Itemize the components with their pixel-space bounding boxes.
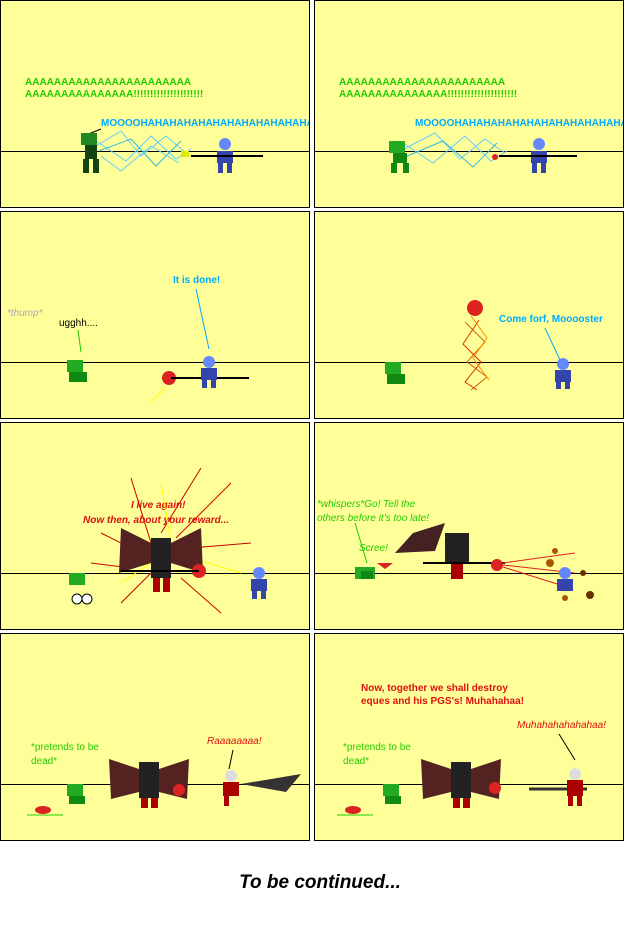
summoning-illustration: [385, 300, 571, 391]
pretend-dead-line-1: *pretends to be: [343, 742, 411, 753]
scream-line-2: AAAAAAAAAAAAAAA!!!!!!!!!!!!!!!!!!!!!: [25, 89, 204, 100]
villain-speech-line-1: Now, together we shall destroy: [361, 683, 508, 694]
revival-line-1: I live again!: [131, 500, 186, 511]
lightning-attack-illustration: [389, 132, 577, 173]
laugh-text: Muhahahahahahaa!: [517, 720, 606, 731]
scream-line-1: AAAAAAAAAAAAAAAAAAAAAAA: [339, 77, 506, 88]
ground-line: [315, 573, 623, 574]
scream-line-2: AAAAAAAAAAAAAAA!!!!!!!!!!!!!!!!!!!!!: [339, 89, 518, 100]
roar-text: Raaaaaaaa!: [207, 736, 262, 747]
whisper-line-2: others before it's too late!: [317, 513, 429, 524]
ground-line: [1, 362, 309, 363]
groan-text: ugghh....: [59, 318, 98, 329]
villain-speech-line-2: eques and his PGS's! Muhahahaa!: [361, 696, 524, 707]
revival-line-2: Now then, about your reward...: [83, 515, 230, 526]
scream-line-1: AAAAAAAAAAAAAAAAAAAAAAA: [25, 77, 192, 88]
it-is-done-text: It is done!: [173, 275, 221, 286]
comic-panel-2: AAAAAAAAAAAAAAAAAAAAAAA AAAAAAAAAAAAAAA!…: [314, 0, 624, 208]
aftermath-illustration: [67, 288, 249, 403]
pretend-dead-line-2: dead*: [343, 756, 370, 767]
comic-panel-3: *thump* ugghh.... It is done!: [0, 211, 310, 419]
confrontation-illustration: [27, 749, 301, 816]
battle-illustration: [354, 522, 594, 601]
comic-panel-7: *pretends to be dead* Raaaaaaaa!: [0, 633, 310, 841]
laugh-text: MOOOOHAHAHAHAHAHAHAHAHAHAHAHA!: [415, 118, 624, 129]
ground-line: [315, 362, 623, 363]
comic-panel-1: AAAAAAAAAAAAAAAAAAAAAAA AAAAAAAAAAAAAAA!…: [0, 0, 310, 208]
comic-panel-4: Come forf, Mooooster: [314, 211, 624, 419]
comic-panel-8: Now, together we shall destroy eques and…: [314, 633, 624, 841]
comic-panel-5: I live again! Now then, about your rewar…: [0, 422, 310, 630]
demon-revival-illustration: [69, 467, 267, 614]
whisper-line-1: *whispers*Go! Tell the: [317, 499, 416, 510]
to-be-continued-caption: To be continued...: [239, 872, 401, 893]
come-forth-text: Come forf, Mooooster: [499, 314, 603, 325]
thump-sound-text: *thump*: [7, 308, 43, 319]
villain-alliance-illustration: [337, 733, 587, 816]
laugh-text: MOOOOHAHAHAHAHAHAHAHAHAHAHAHA!: [101, 118, 310, 129]
ground-line: [1, 151, 309, 152]
comic-panel-6: *whispers*Go! Tell the others before it'…: [314, 422, 624, 630]
pretend-dead-line-2: dead*: [31, 756, 58, 767]
scree-text: Scree!: [359, 543, 388, 554]
pretend-dead-line-1: *pretends to be: [31, 742, 99, 753]
lightning-attack-illustration: [80, 128, 263, 173]
